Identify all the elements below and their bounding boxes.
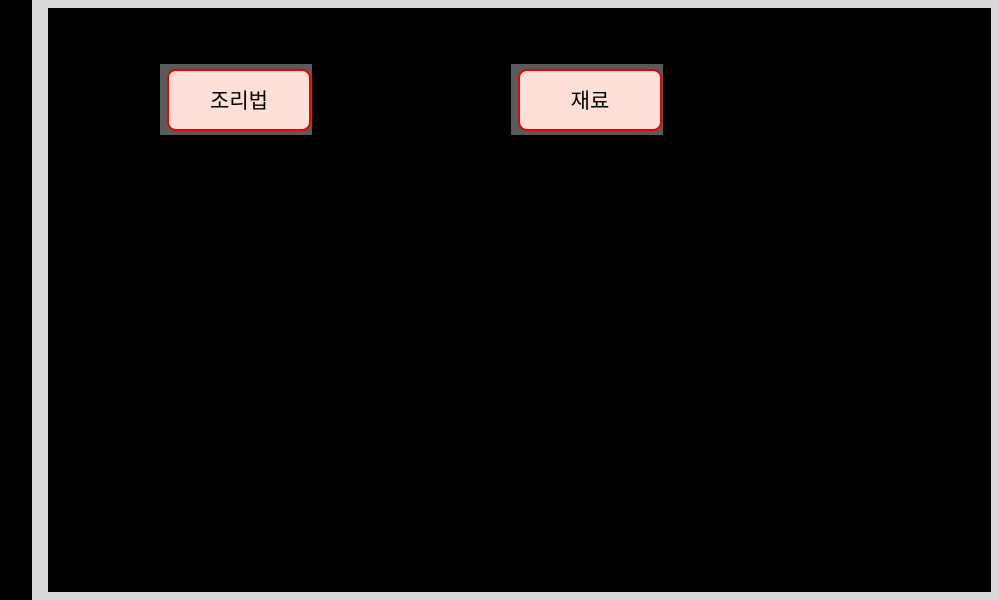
node-ingredients-box[interactable]: 재료 (518, 69, 662, 131)
diagram-canvas[interactable]: 조리법 재료 (48, 8, 991, 592)
node-recipe-label: 조리법 (210, 89, 268, 113)
node-recipe-box[interactable]: 조리법 (167, 69, 311, 131)
node-ingredients-label: 재료 (570, 89, 610, 113)
